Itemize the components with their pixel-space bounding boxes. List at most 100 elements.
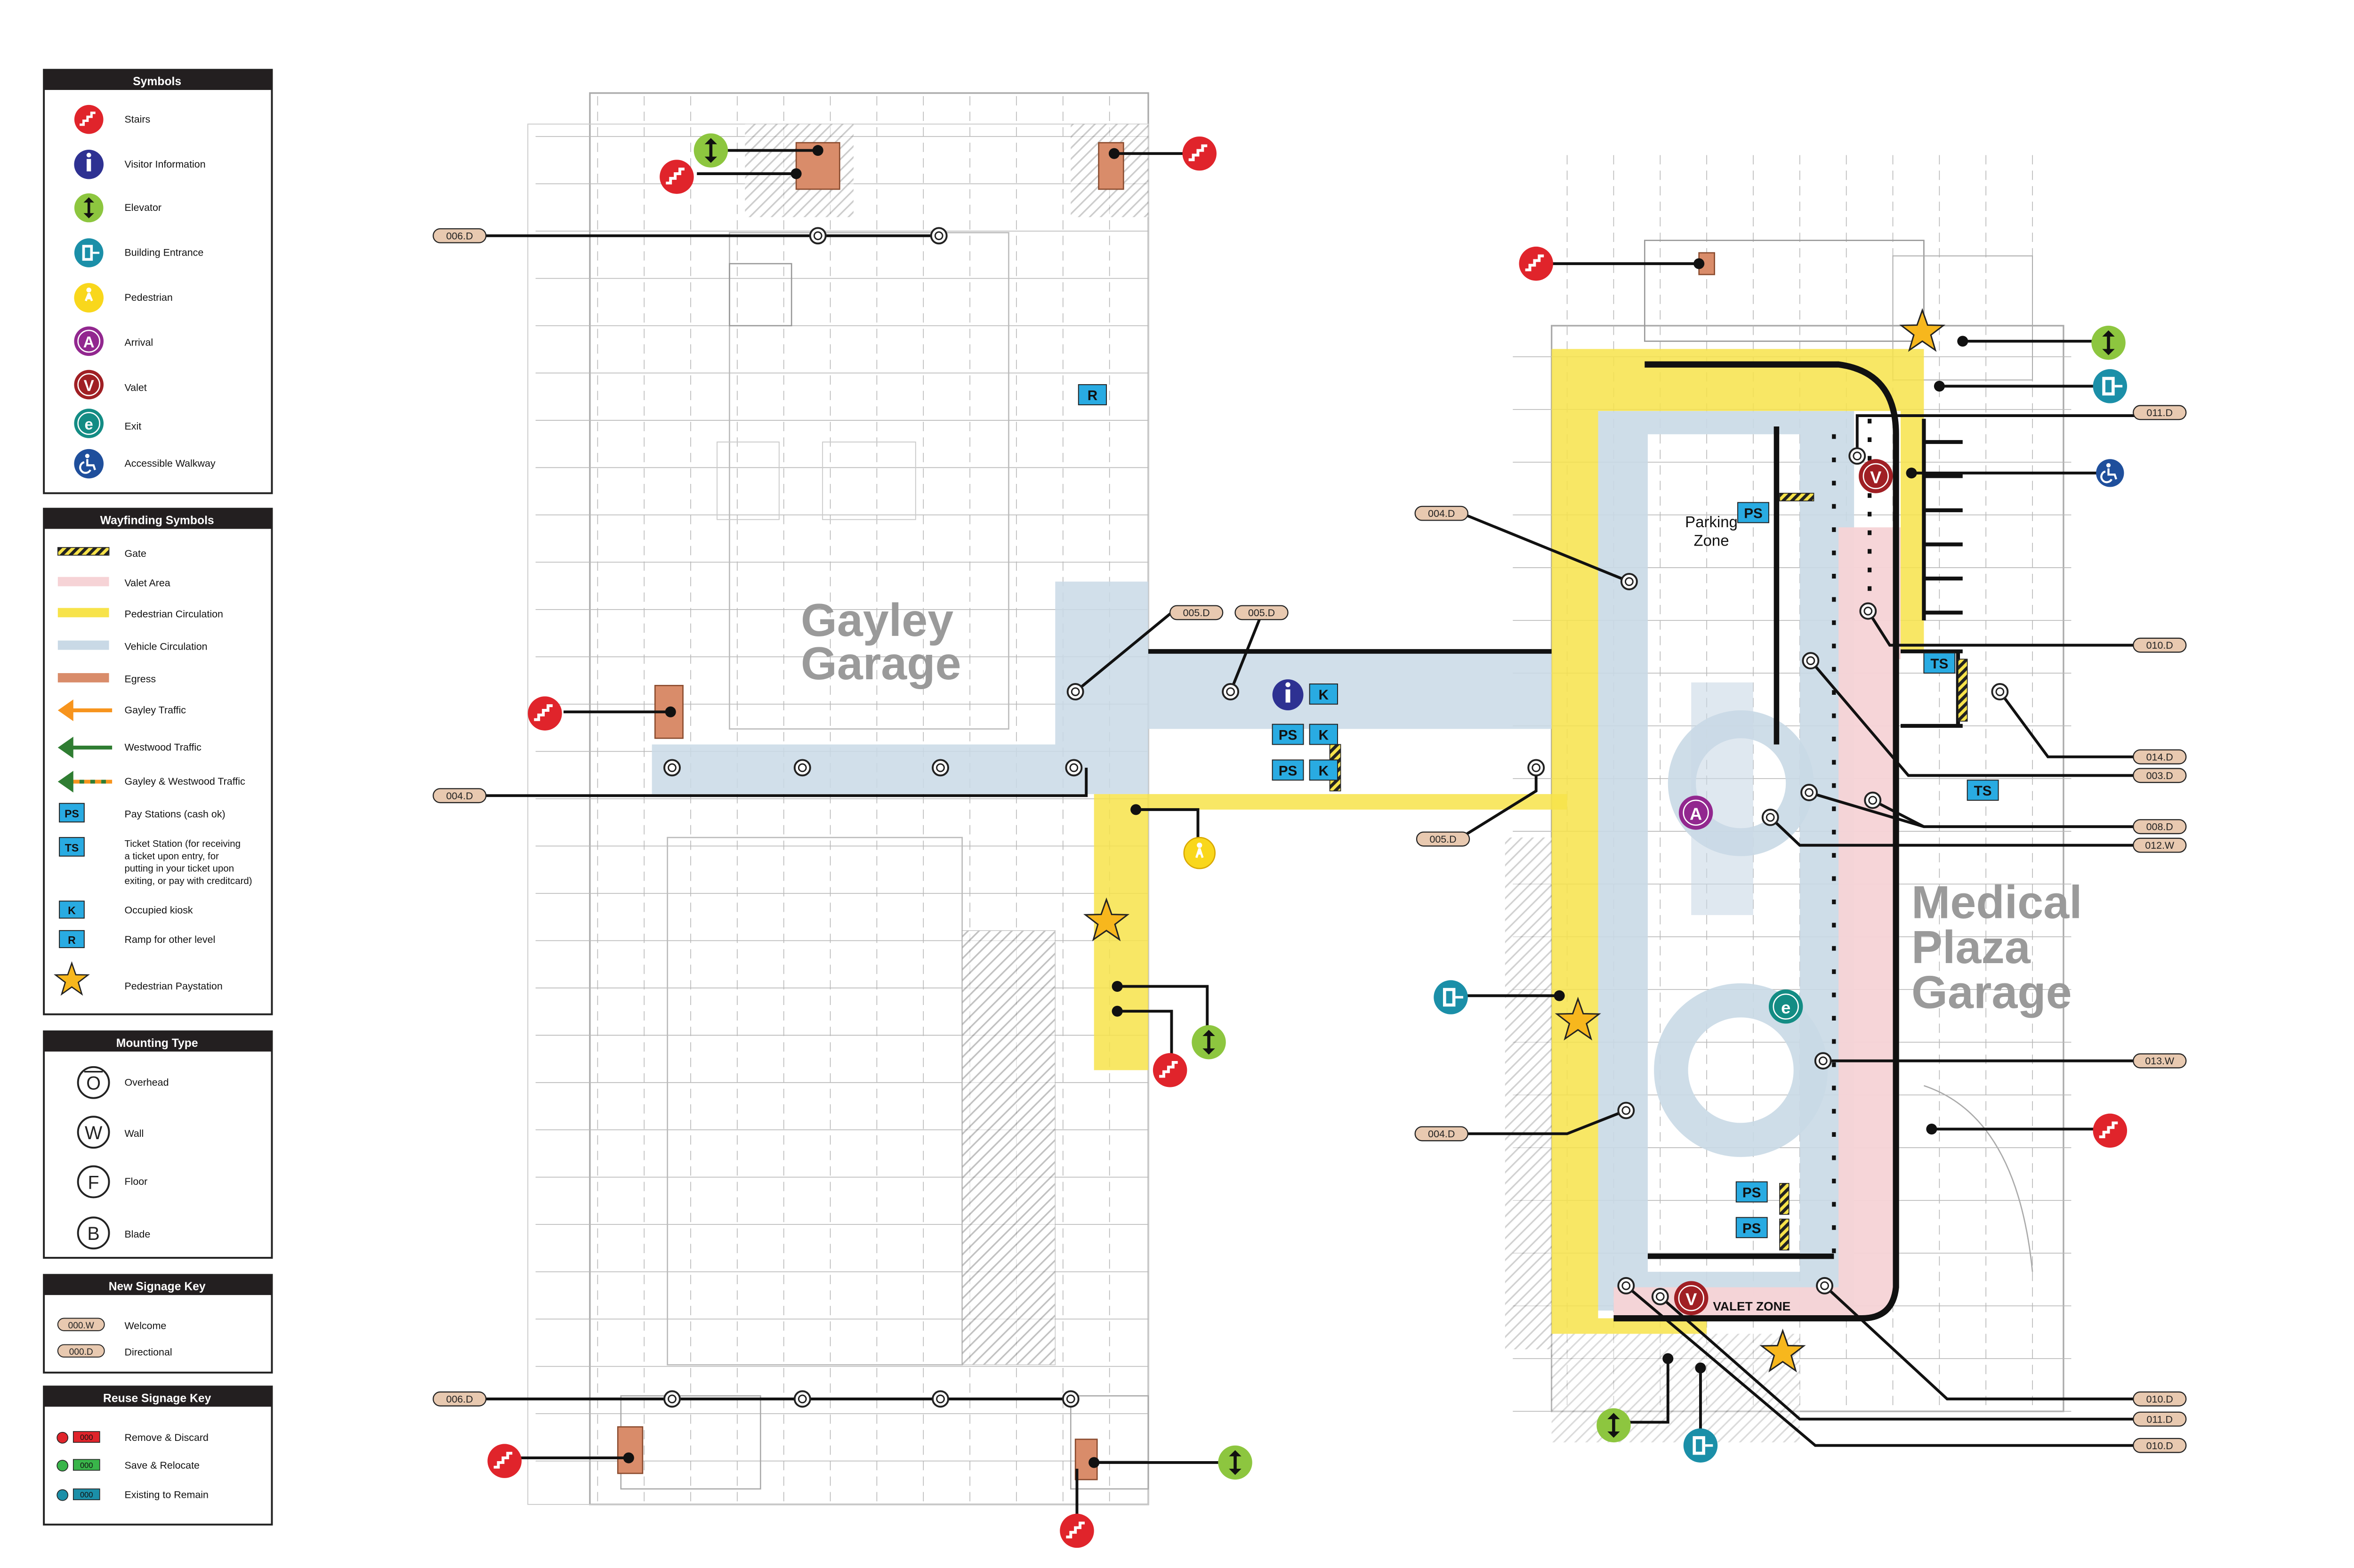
stairs-icon [528,696,562,730]
star-icon [1555,997,1601,1041]
ramp-marker: R [1078,384,1107,405]
remove-code: 000 [80,1433,93,1442]
sign-tag: 010.D [2133,1391,2187,1407]
legend-relocate-label: Save & Relocate [124,1460,199,1471]
svg-text:V: V [84,377,94,394]
sign-tag: 012.W [2133,837,2187,853]
legend-exit: e Exit [74,409,141,438]
sign-tag: 006.D [432,228,487,243]
sign-tag-label: 010.D [2146,1440,2173,1451]
sign-tag-label: 014.D [2146,751,2173,763]
sign-tag: 005.D [1234,605,1289,620]
sign-tag-label: 006.D [446,230,473,241]
kiosk-marker: K [1309,759,1338,781]
pedestrian-icon [74,283,104,313]
svg-text:W: W [85,1123,103,1143]
overhead-sign-mark [1848,447,1866,465]
overhead-sign-mark [932,759,949,777]
overhead-sign-mark [1066,683,1084,700]
svg-text:K: K [1319,687,1329,703]
legend-info-label: Visitor Information [124,159,205,170]
elevator-icon [1218,1445,1252,1480]
legend-welcome-label: Welcome [124,1320,166,1332]
sign-tag: 013.W [2133,1053,2187,1069]
overhead-sign-mark [1761,808,1779,826]
stairs-icon [1153,1053,1187,1087]
medical-vehicle-circulation [1598,411,1854,1311]
svg-text:B: B [87,1223,99,1244]
legend-vehicle-circulation-label: Vehicle Circulation [124,641,207,652]
accessible-icon [2096,459,2124,487]
pedestrian-swatch [57,608,109,618]
overhead-sign-mark [1527,759,1545,777]
sign-tag: 005.D [1416,831,1470,847]
welcome-tag-code: 000.W [68,1321,94,1331]
sign-tag: 004.D [1414,506,1468,521]
overhead-sign-mark [1800,784,1818,802]
svg-text:F: F [88,1172,99,1193]
legend-reuse-signage: Reuse Signage Key 000 Remove & Discard 0… [43,1385,273,1526]
ramp-legend-icon: R [59,930,85,949]
stairs-icon [1060,1514,1094,1548]
gate-swatch [57,547,110,556]
map-symbols: V A e V [487,133,2127,1548]
legend-egress-label: Egress [124,674,156,685]
legend-wayfinding-title: Wayfinding Symbols [100,515,214,527]
svg-text:PS: PS [1279,728,1298,743]
pay-station-marker: PS [1735,1181,1768,1203]
overhead-sign-mark [663,759,681,777]
gayley-vehicle-circulation [652,581,1552,794]
legend-accessible: Accessible Walkway [74,449,216,479]
sign-tag-label: 003.D [2146,770,2173,781]
medical-label-line1: Medical [1911,876,2082,928]
sign-tag-label: 004.D [1428,1128,1455,1140]
pedestrian-icon [1183,836,1216,869]
combined-traffic-arrow-icon [57,771,113,793]
svg-text:PS: PS [1742,1221,1761,1236]
sign-tag: 005.D [1169,605,1224,620]
stairs-icon [1519,247,1553,281]
valet-icon: V [74,370,104,400]
legend-reuse-signage-title: Reuse Signage Key [103,1392,211,1405]
legend-entrance: Building Entrance [74,238,203,267]
kiosk-marker: K [1309,724,1338,745]
entrance-icon [2093,369,2127,403]
overhead-sign-mark [793,759,811,777]
leader-lines [486,149,2146,1531]
legend-arrival-label: Arrival [124,337,153,348]
overhead-sign-mark [1802,652,1820,670]
overhead-sign-mark [1617,1277,1635,1295]
sign-tag: 010.D [2133,1438,2187,1453]
overhead-sign-mark [663,1390,681,1408]
legend-new-signage-title: New Signage Key [109,1280,206,1293]
legend-floor-label: Floor [124,1176,147,1187]
elevator-icon [1596,1408,1631,1443]
sign-tag-label: 005.D [1429,834,1456,845]
legend-stairs-label: Stairs [124,113,150,125]
svg-text:PS: PS [1279,763,1298,779]
overhead-sign-mark [1617,1102,1635,1119]
legend-wall-label: Wall [124,1128,144,1139]
gayley-garage-plan [527,92,1149,1505]
pay-station-legend-icon: PS [59,803,85,823]
directional-tag-code: 000.D [69,1347,93,1357]
sign-tag-label: 012.W [2145,840,2175,851]
overhead-sign-mark [1991,683,2009,700]
stairs-icon [74,105,104,134]
legend-valet-area-label: Valet Area [124,577,170,588]
legend-mounting: Mounting Type O Overhead W Wall F Floor … [43,1030,273,1259]
gayley-garage-label-line1: Gayley [801,594,953,646]
legend-ticket-line-3: putting in your ticket upon [124,864,234,874]
entrance-icon [1684,1428,1717,1462]
ticket-station-marker: TS [1923,652,1956,674]
stairs-icon [1183,137,1217,170]
legend-ramp-label: Ramp for other level [124,934,215,945]
overhead-sign-mark [809,227,827,245]
gate [1779,492,1814,502]
accessible-icon [74,449,104,479]
legend-symbols-title: Symbols [133,75,181,88]
overhead-sign-mark [930,227,948,245]
legend-directional-label: Directional [124,1347,172,1358]
elevator-icon [1192,1025,1226,1060]
ticket-station-marker: TS [1967,780,1999,801]
